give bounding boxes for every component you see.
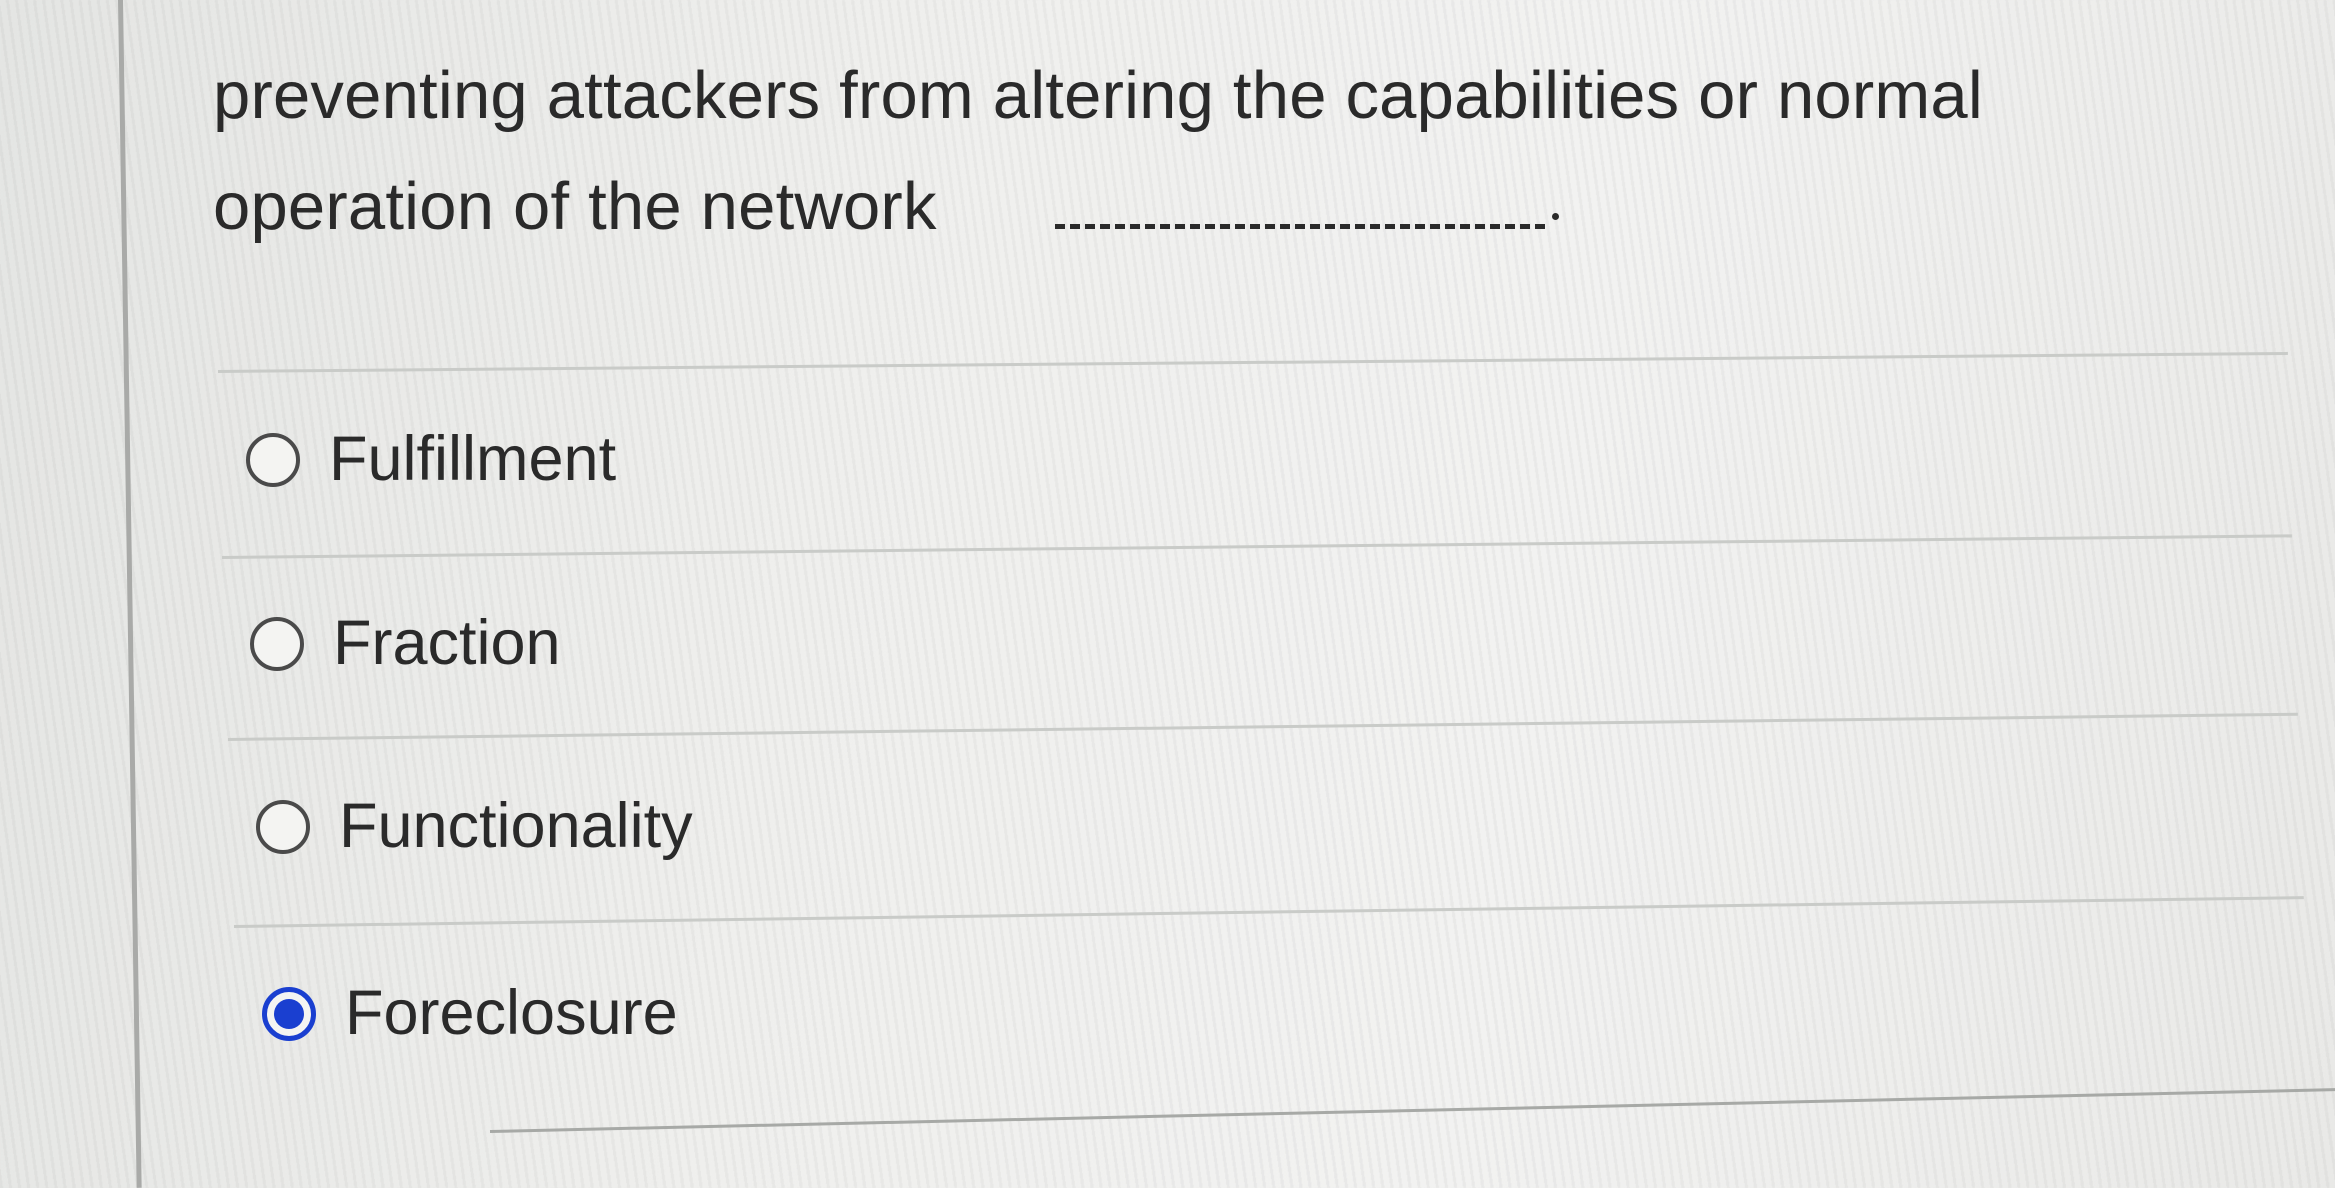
divider: [233, 896, 2304, 928]
radio-checked-icon[interactable]: [262, 986, 316, 1041]
divider: [221, 534, 2292, 559]
option-label: Fulfillment: [329, 424, 617, 494]
content-left-border: [118, 0, 142, 1188]
option-foreclosure[interactable]: Foreclosure: [262, 982, 678, 1045]
content-bottom-border: [489, 1088, 2335, 1133]
question-line-1: preventing attackers from altering the c…: [213, 58, 1983, 133]
option-fraction[interactable]: Fraction: [250, 612, 561, 675]
radio-unchecked-icon[interactable]: [250, 616, 304, 671]
question-period: [1552, 213, 1559, 220]
divider-top: [217, 351, 2288, 373]
radio-unchecked-icon[interactable]: [256, 799, 310, 854]
question-text: preventing attackers from altering the c…: [213, 40, 2213, 262]
option-label: Fraction: [333, 608, 561, 678]
option-fulfillment[interactable]: Fulfillment: [246, 428, 616, 491]
option-label: Foreclosure: [345, 978, 678, 1048]
option-label: Functionality: [339, 791, 693, 861]
question-line-2: operation of the network: [213, 169, 937, 244]
option-functionality[interactable]: Functionality: [256, 795, 693, 858]
divider: [227, 712, 2298, 741]
radio-unchecked-icon[interactable]: [246, 432, 300, 487]
answer-blank: [1055, 224, 1545, 229]
